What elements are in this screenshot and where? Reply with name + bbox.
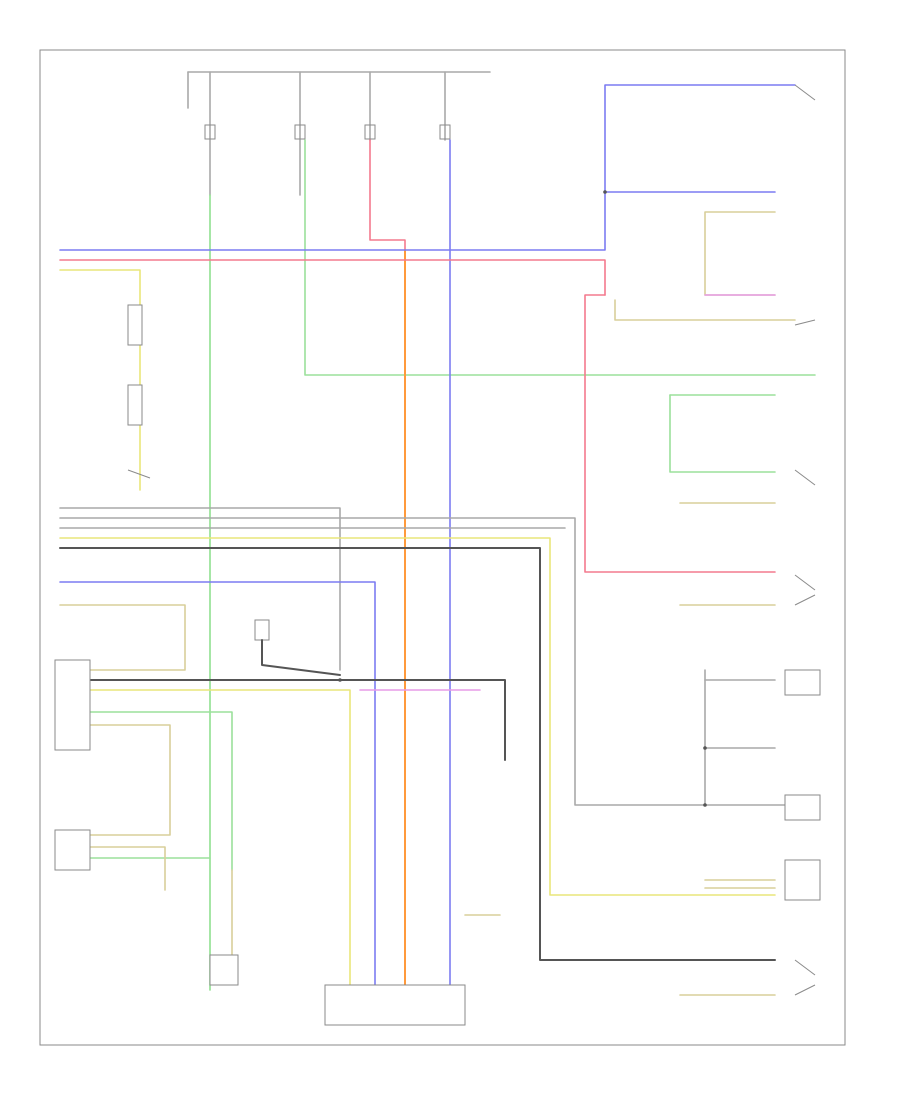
- splice-points: [338, 190, 707, 807]
- control-module-left: [54, 659, 91, 751]
- vertical-wires: [209, 139, 816, 991]
- switch-right-2: [794, 469, 816, 486]
- lower-left-wiring: [54, 581, 506, 991]
- wire-light-green: [304, 139, 816, 376]
- module-small-left: [54, 829, 91, 871]
- wire-tan-lower: [59, 604, 186, 671]
- wire-green-loop: [669, 394, 776, 473]
- relay-right-1: [784, 669, 821, 696]
- fuse-3-symbol: [364, 124, 376, 140]
- wire-red-bus: [59, 259, 606, 296]
- wire-blue-bus: [59, 84, 796, 251]
- relay-right-2: [784, 794, 821, 821]
- harness-gray-2: [59, 517, 706, 806]
- main-control-unit: [324, 984, 466, 1026]
- wire-sensor-mid: [261, 639, 341, 676]
- wire-tan-loop: [704, 211, 776, 296]
- wire-red-right-drop: [584, 294, 776, 573]
- diagram-border: [39, 49, 846, 1046]
- fuse-4-symbol: [439, 124, 451, 140]
- switch-right-bottom-2: [794, 984, 816, 996]
- splice-3: [703, 803, 707, 807]
- harness-yellow: [59, 537, 776, 896]
- switch-module-bottom-left: [209, 954, 239, 986]
- harness-gray-1: [59, 507, 341, 671]
- wire-tan-loop-lower: [89, 724, 171, 836]
- wire-yellow-bus: [59, 269, 141, 491]
- module-right: [784, 859, 821, 901]
- wire-blue-lower: [59, 581, 376, 991]
- sensor-lower: [127, 384, 143, 426]
- wire-tan-branch: [614, 299, 796, 321]
- switch-right-bottom: [794, 959, 816, 976]
- switch-right-1: [794, 319, 816, 326]
- wire-green-lower: [89, 711, 233, 871]
- sensor-switch: [127, 469, 151, 479]
- wire-dark-lower: [89, 679, 506, 761]
- wire-tan-drop: [89, 846, 166, 891]
- splice-1: [603, 190, 607, 194]
- fuse-2-symbol: [294, 124, 306, 140]
- harness-dark: [59, 547, 776, 961]
- right-components-lower: [679, 669, 821, 996]
- left-sensor-stack: [127, 304, 151, 479]
- right-components-upper: [584, 84, 816, 606]
- switch-right-4: [794, 594, 816, 606]
- splice-4: [338, 678, 342, 682]
- sensor-mid: [254, 619, 270, 641]
- middle-harness: [59, 507, 776, 961]
- wire-yellow-lower: [89, 689, 351, 991]
- top-fuses: [187, 71, 491, 196]
- switch-top-right: [794, 84, 816, 101]
- fuse-1-symbol: [204, 124, 216, 140]
- switch-right-3: [794, 574, 816, 591]
- bottom-control-unit: [209, 914, 501, 1026]
- splice-2: [703, 746, 707, 750]
- horizontal-bus: [59, 84, 796, 491]
- sensor-upper: [127, 304, 143, 346]
